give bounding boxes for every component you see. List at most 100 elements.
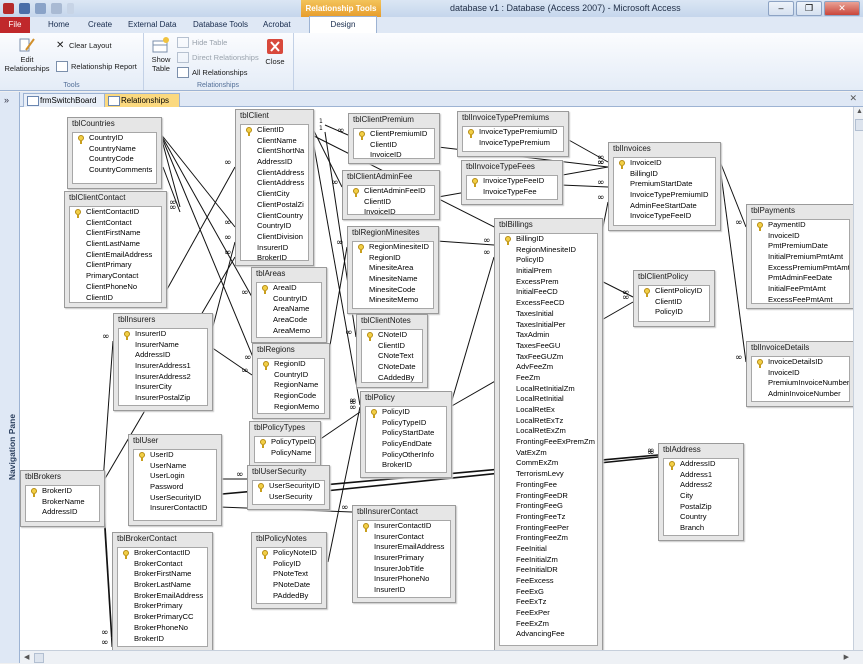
field-row[interactable]: FeeExcess bbox=[516, 576, 554, 585]
field-row[interactable]: InvoiceTypeFee bbox=[483, 186, 537, 196]
field-row[interactable]: ClientShortNa bbox=[257, 146, 305, 156]
field-row[interactable]: ClientID bbox=[364, 196, 392, 206]
primary-key-field[interactable]: PaymentID bbox=[752, 220, 849, 231]
primary-key-field[interactable]: InvoiceTypeFeeID bbox=[467, 176, 557, 187]
field-row[interactable]: TaxesInitial bbox=[516, 308, 554, 318]
primary-key-field[interactable]: UserSecurityID bbox=[253, 481, 324, 492]
horizontal-scroll-thumb[interactable] bbox=[34, 653, 44, 663]
field-row[interactable]: InsurerPostalZip bbox=[135, 393, 191, 403]
field-row[interactable]: PolicyID bbox=[516, 255, 544, 265]
relationships-canvas[interactable]: 1∞1∞1∞1∞1∞1∞1∞1∞1∞1∞1∞1∞1∞1∞1∞1∞1∞1∞1∞1∞… bbox=[20, 107, 853, 650]
hide-table-button[interactable]: Hide Table bbox=[177, 37, 227, 48]
field-row[interactable]: ExcessFeeCD bbox=[516, 298, 565, 308]
relationship-line[interactable] bbox=[436, 240, 495, 246]
primary-key-field[interactable]: ClientContactID bbox=[70, 207, 161, 218]
field-row[interactable]: MinesiteCode bbox=[369, 284, 416, 294]
field-row[interactable]: InsurerPrimary bbox=[374, 553, 424, 563]
field-row[interactable]: ClientID bbox=[86, 292, 114, 302]
field-row[interactable]: FeeZm bbox=[516, 372, 541, 382]
doc-tab-relationships[interactable]: Relationships bbox=[104, 93, 180, 107]
table-title[interactable]: tblPolicy bbox=[365, 393, 395, 402]
field-row[interactable]: BrokerContact bbox=[134, 558, 183, 568]
field-row[interactable]: InvoiceID bbox=[768, 230, 800, 240]
redo-icon[interactable] bbox=[51, 3, 62, 14]
table-title[interactable]: tblClient bbox=[240, 111, 269, 120]
field-row[interactable]: Address1 bbox=[680, 469, 713, 479]
field-row[interactable]: AreaMemo bbox=[273, 325, 311, 335]
field-row[interactable]: FrontingFeeExPremZm bbox=[516, 437, 595, 447]
field-row[interactable]: AddressID bbox=[42, 507, 78, 517]
field-row[interactable]: LocalRetInitialZm bbox=[516, 383, 575, 393]
field-row[interactable]: PolicyEndDate bbox=[382, 439, 432, 449]
field-row[interactable]: LocalRetExZm bbox=[516, 426, 566, 436]
field-row[interactable]: InsurerName bbox=[135, 339, 179, 349]
relationship-line[interactable] bbox=[718, 158, 747, 363]
table-title[interactable]: tblAddress bbox=[663, 445, 701, 454]
show-table-button[interactable]: Show Table bbox=[146, 36, 176, 73]
field-row[interactable]: ClientLastName bbox=[86, 239, 141, 249]
table-title[interactable]: tblAreas bbox=[256, 269, 286, 278]
field-row[interactable]: InvoiceTypePremiumID bbox=[630, 190, 709, 200]
field-row[interactable]: ClientAddress bbox=[257, 167, 305, 177]
table-title[interactable]: tblClientContact bbox=[69, 193, 126, 202]
field-row[interactable]: AddressID bbox=[135, 350, 171, 360]
field-row[interactable]: PremiumInvoiceNumber bbox=[768, 378, 850, 388]
field-row[interactable]: BrokerLastName bbox=[134, 580, 191, 590]
relationship-line[interactable] bbox=[718, 158, 747, 228]
direct-relationships-button[interactable]: Direct Relationships bbox=[177, 52, 259, 63]
field-row[interactable]: InvoiceID bbox=[364, 207, 396, 215]
field-row[interactable]: InitialFeeCD bbox=[516, 287, 558, 297]
primary-key-field[interactable]: CountryID bbox=[73, 133, 156, 144]
field-row[interactable]: ClientCountry bbox=[257, 210, 304, 220]
access-logo-icon[interactable] bbox=[3, 3, 14, 14]
minimize-icon[interactable]: – bbox=[768, 1, 794, 16]
relationship-line[interactable] bbox=[159, 132, 256, 363]
field-row[interactable]: ClientFirstName bbox=[86, 228, 141, 238]
field-row[interactable]: CountryID bbox=[273, 293, 308, 303]
field-row[interactable]: CountryID bbox=[257, 221, 292, 231]
primary-key-field[interactable]: PolicyID bbox=[366, 407, 446, 418]
relationship-line[interactable] bbox=[560, 184, 609, 188]
primary-key-field[interactable]: ClientAdminFeeID bbox=[348, 186, 434, 197]
field-row[interactable]: RegionCode bbox=[274, 391, 317, 401]
primary-key-field[interactable]: ClientID bbox=[241, 125, 308, 136]
table-title[interactable]: tblClientPremium bbox=[353, 115, 414, 124]
field-row[interactable]: TaxesFeeGU bbox=[516, 340, 561, 350]
field-row[interactable]: PmtAdminFeeDate bbox=[768, 273, 833, 283]
table-title[interactable]: tblPolicyTypes bbox=[254, 423, 306, 432]
field-row[interactable]: BrokerID bbox=[257, 253, 287, 261]
field-row[interactable]: CountryName bbox=[89, 143, 136, 153]
vertical-scroll-thumb[interactable] bbox=[855, 119, 863, 131]
field-row[interactable]: ClientEmailAddress bbox=[86, 249, 153, 259]
primary-key-field[interactable]: BrokerContactID bbox=[118, 548, 207, 559]
field-row[interactable]: LocalRetExTz bbox=[516, 415, 564, 425]
primary-key-field[interactable]: AreaID bbox=[257, 283, 321, 294]
field-row[interactable]: MinesiteMemo bbox=[369, 295, 419, 305]
field-row[interactable]: PolicyOtherInfo bbox=[382, 449, 434, 459]
table-title[interactable]: tblUser bbox=[133, 436, 159, 445]
field-row[interactable]: ClientCity bbox=[257, 189, 290, 199]
field-row[interactable]: RegionName bbox=[274, 380, 319, 390]
field-row[interactable]: ExcessFeePmtAmt bbox=[768, 294, 833, 304]
field-row[interactable]: PrimaryContact bbox=[86, 271, 139, 281]
relationship-line[interactable] bbox=[311, 134, 361, 406]
field-row[interactable]: TaxesInitialPer bbox=[516, 319, 566, 329]
relationship-line[interactable] bbox=[164, 166, 236, 294]
relationship-line[interactable] bbox=[318, 411, 361, 441]
field-row[interactable]: BrokerEmailAddress bbox=[134, 590, 204, 600]
field-row[interactable]: Password bbox=[150, 482, 184, 492]
